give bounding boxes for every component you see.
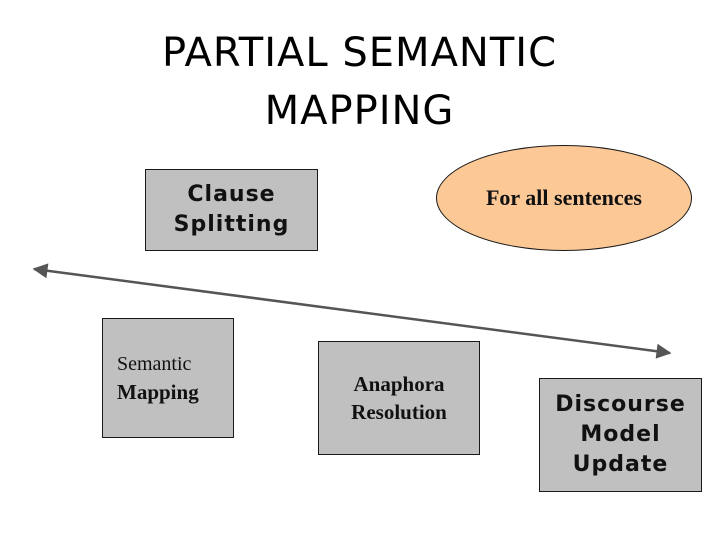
clause-splitting-box: Clause Splitting [145,169,318,251]
semantic-mapping-line-1: Semantic [117,353,192,375]
for-all-sentences-ellipse: For all sentences [436,145,692,251]
discourse-model-update-box: Discourse Model Update [539,378,702,492]
slide-title: PARTIAL SEMANTIC MAPPING [0,24,719,140]
for-all-sentences-label: For all sentences [485,185,642,210]
title-line-1: PARTIAL SEMANTIC [161,30,558,76]
clause-splitting-line-2: Splitting [173,212,290,237]
semantic-mapping-line-2: Mapping [117,380,199,404]
semantic-mapping-box: Semantic Mapping [102,318,234,438]
discourse-model-update-line-3: Update [572,452,669,477]
clause-splitting-line-1: Clause [187,182,276,207]
anaphora-resolution-line-2: Resolution [351,400,447,424]
discourse-model-update-line-1: Discourse [555,392,686,417]
anaphora-resolution-box: Anaphora Resolution [318,341,480,455]
anaphora-resolution-line-1: Anaphora [353,372,445,396]
discourse-model-update-line-2: Model [580,422,661,447]
title-line-2: MAPPING [264,88,455,134]
